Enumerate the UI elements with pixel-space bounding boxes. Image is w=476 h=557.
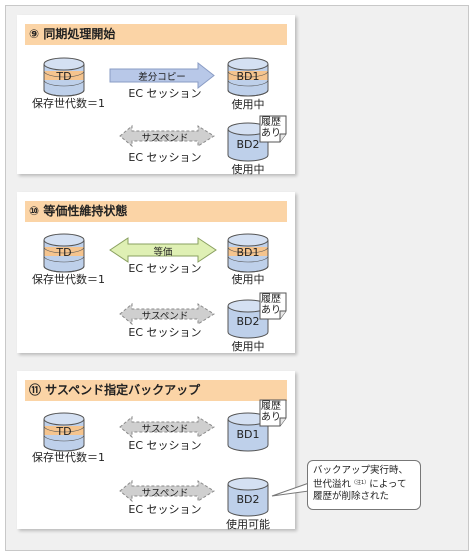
td-caption: 保存世代数＝1 (32, 273, 105, 286)
history-tag-line: 履歴 (261, 294, 281, 305)
bd1-label: BD1 (236, 70, 260, 83)
suspend-arrow-label: サスペンド (141, 424, 189, 435)
suspend-arrow-icon (119, 479, 215, 503)
bd2-status: 使用可能 (226, 518, 270, 531)
equal-arrow-icon (109, 237, 217, 263)
copy-arrow-label: 差分コピー (138, 72, 186, 83)
copy-arrow-icon (109, 61, 215, 90)
td-label: TD (56, 246, 72, 259)
history-tag-line: あり (261, 412, 281, 423)
bd2-label: BD2 (236, 315, 260, 328)
suspend-arrow-label: サスペンド (141, 311, 189, 322)
suspend-arrow-label: サスペンド (141, 488, 189, 499)
suspend-arrow-icon (119, 415, 215, 439)
bd2-label: BD2 (236, 138, 260, 151)
history-tag-text: 履歴 あり (260, 401, 282, 423)
callout-text: によって (369, 479, 407, 490)
callout-line: バックアップ実行時、 (313, 465, 409, 476)
equal-arrow-label: 等価 (153, 247, 173, 258)
td-caption: 保存世代数＝1 (32, 451, 105, 464)
bd1-label: BD1 (236, 246, 260, 259)
suspend-arrow-label: サスペンド (141, 133, 189, 144)
session-label: EC セッション (128, 262, 202, 275)
history-tag-line: あり (261, 305, 281, 316)
footnote-ref: （注1） (351, 480, 370, 486)
panel-title: ⑨ 同期処理開始 (25, 24, 287, 45)
history-tag-line: あり (261, 128, 281, 139)
history-tag-line: 履歴 (261, 117, 281, 128)
suspend-arrow-icon (119, 302, 215, 326)
panel-title: ⑩ 等価性維持状態 (25, 201, 287, 222)
callout-text: 世代溢れ (313, 479, 352, 490)
session-label: EC セッション (128, 439, 202, 452)
bd1-status: 使用中 (231, 273, 265, 286)
td-caption: 保存世代数＝1 (32, 97, 105, 110)
panel-title: ⑪ サスペンド指定バックアップ (25, 380, 287, 401)
bd1-status: 使用中 (231, 98, 265, 111)
callout-pointer (271, 482, 310, 497)
bd2-status: 使用中 (231, 163, 265, 176)
callout-line: 履歴が削除された (313, 491, 390, 502)
bd2-label: BD2 (236, 493, 260, 506)
bd1-label: BD1 (236, 428, 260, 441)
callout-line: 世代溢れ（注1）によって (313, 477, 415, 491)
history-tag-text: 履歴 あり (260, 117, 282, 139)
session-label: EC セッション (128, 326, 202, 339)
td-label: TD (56, 70, 72, 83)
history-tag-text: 履歴 あり (260, 294, 282, 316)
suspend-arrow-icon (119, 124, 215, 148)
history-tag-line: 履歴 (261, 401, 281, 412)
td-label: TD (56, 425, 72, 438)
session-label: EC セッション (128, 503, 202, 516)
bd2-status: 使用中 (231, 340, 265, 353)
session-label: EC セッション (128, 151, 202, 164)
session-label: EC セッション (128, 87, 202, 100)
deletion-callout: バックアップ実行時、 世代溢れ（注1）によって 履歴が削除された (307, 460, 421, 510)
